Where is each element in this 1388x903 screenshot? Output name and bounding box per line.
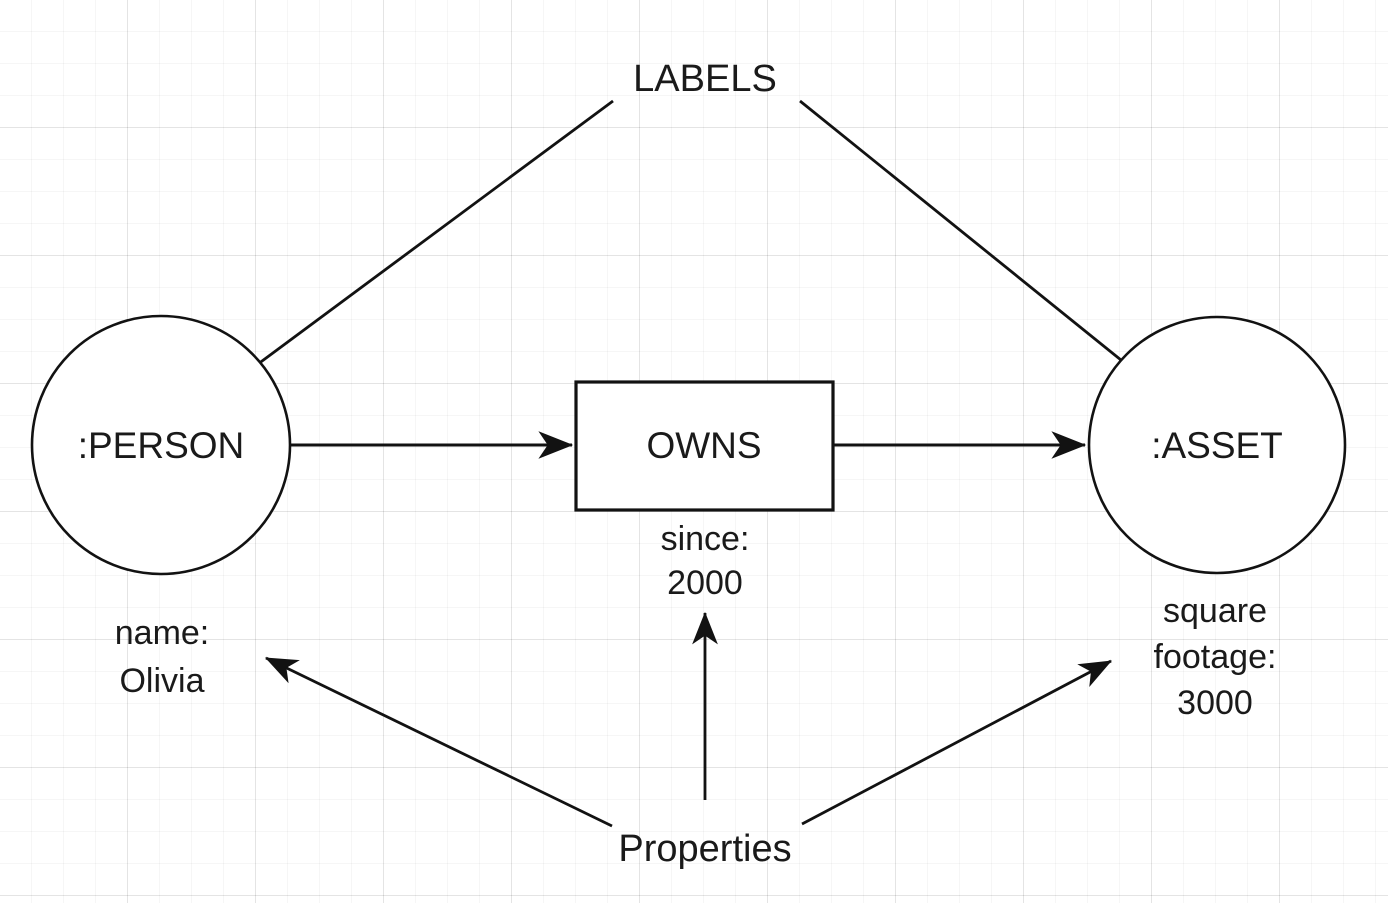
properties-callout-text: Properties bbox=[618, 828, 791, 870]
person-property-line-1: name: bbox=[115, 614, 210, 652]
relationship-owns-label: OWNS bbox=[646, 425, 761, 466]
person-property-line-2: Olivia bbox=[119, 662, 204, 700]
edge-labels-to-asset bbox=[799, 99, 1179, 408]
relationship-owns-box[interactable] bbox=[574, 380, 835, 512]
edge-properties-to-asset-props bbox=[801, 659, 1112, 826]
asset-property-line-1: square bbox=[1163, 592, 1267, 630]
node-asset-label: :ASSET bbox=[1151, 425, 1283, 466]
relationship-property-line-1: since: bbox=[661, 520, 750, 558]
node-asset-circle[interactable] bbox=[1087, 315, 1347, 575]
relationship-property-line-2: 2000 bbox=[667, 564, 743, 602]
node-person-label: :PERSON bbox=[78, 425, 245, 466]
asset-property-line-3: 3000 bbox=[1177, 684, 1253, 722]
edge-properties-to-person-props bbox=[264, 656, 613, 828]
edge-labels-to-person bbox=[199, 99, 614, 409]
labels-callout-text: LABELS bbox=[633, 58, 777, 100]
asset-property-line-2: footage: bbox=[1154, 638, 1277, 676]
